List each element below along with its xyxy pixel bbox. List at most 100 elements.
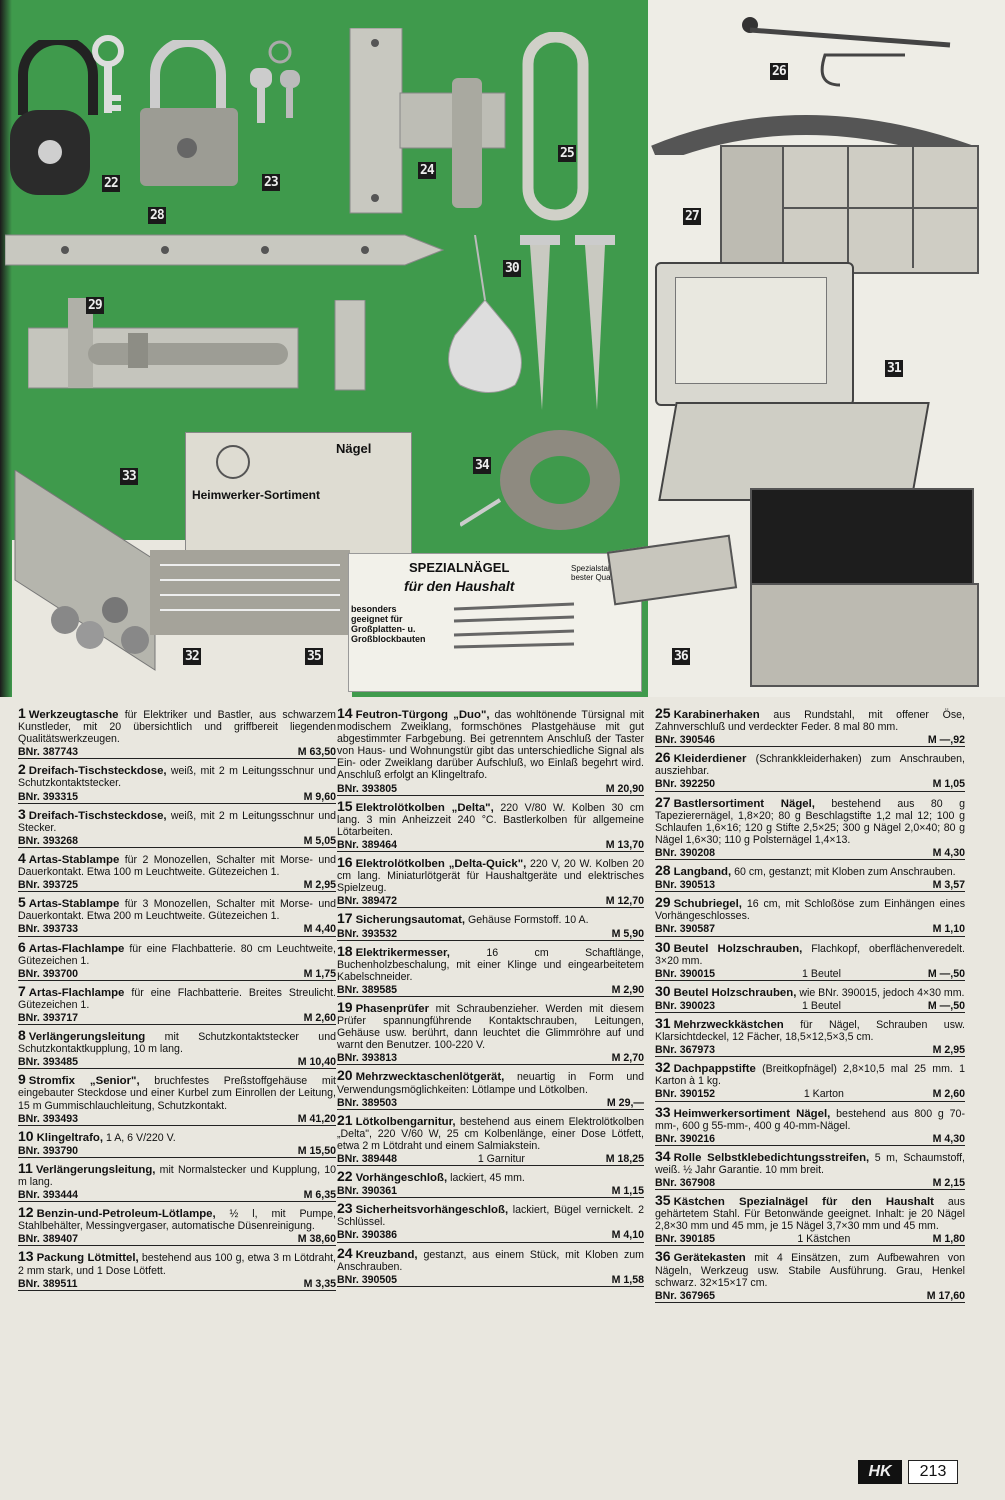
security-padlock-23-image: [140, 40, 238, 186]
entry-title: Beutel Holzschrauben,: [673, 942, 803, 955]
entry-text: 220 V, 20 W. Kolben 20 cm lang. Miniatur…: [337, 858, 644, 895]
entry-text: neuartig in Form und Verwendungsmöglichk…: [337, 1071, 644, 1096]
entry-title: Beutel Holzschrauben,: [673, 986, 797, 999]
price: M 63,50: [297, 746, 336, 759]
entry-number: 2: [18, 761, 26, 778]
order-number: BNr. 393700: [18, 967, 79, 980]
photo-number-30: 30: [503, 260, 521, 277]
photo-number-32: 32: [183, 648, 201, 665]
price: M 18,25: [605, 1153, 644, 1165]
photo-number-36: 36: [672, 648, 690, 665]
price: M 15,50: [297, 1144, 336, 1157]
entry-title: Karabinerhaken: [673, 709, 760, 721]
price: M 1,10: [932, 923, 965, 936]
entry-number: 35: [655, 1192, 671, 1209]
entry-title: Lötkolbengarnitur,: [355, 1115, 456, 1128]
order-unit: [78, 1278, 304, 1290]
entry-title: Heimwerkersortiment Nägel,: [673, 1107, 831, 1120]
entry-text: bestehend aus 100 g, etwa 3 m Lötdraht, …: [18, 1252, 336, 1277]
page-number: 213: [908, 1460, 958, 1484]
order-unit: [78, 968, 304, 980]
entry-number: 26: [655, 749, 671, 766]
order-unit: [78, 923, 304, 935]
order-unit: [78, 1012, 304, 1024]
entry-text: ½ l, mit Pumpe, Stahlbehälter, Messingve…: [18, 1208, 336, 1233]
entry-number: 20: [337, 1067, 353, 1084]
order-row: BNr. 393700 M 1,75: [18, 968, 336, 981]
order-unit: [78, 1233, 298, 1245]
key-image: [92, 35, 124, 113]
price: M 38,60: [297, 1233, 336, 1246]
long-band-28-image: [5, 234, 445, 266]
order-unit: 1 Karton: [803, 1088, 844, 1101]
order-number: BNr. 389503: [337, 1096, 398, 1109]
price: M 1,75: [303, 967, 336, 980]
entry-text: mit 4 Einsätzen, zum Aufbewahren von Näg…: [655, 1252, 965, 1289]
entry-title: Artas-Stablampe: [28, 898, 120, 911]
order-number: BNr. 390505: [337, 1273, 398, 1286]
order-unit: 1 Beutel: [802, 999, 841, 1012]
entry-title: Kreuzband,: [355, 1248, 418, 1261]
entry-title: Artas-Flachlampe: [28, 986, 125, 999]
order-number: BNr. 390015: [655, 967, 716, 980]
entry-text: gestanzt, aus einem Stück, mit Kloben zu…: [337, 1248, 644, 1273]
order-unit: [78, 1189, 304, 1201]
entry-title: Feutron-Türgong „Duo",: [355, 709, 490, 721]
entry-number: 3: [18, 805, 26, 822]
photo-number-25: 25: [558, 145, 576, 162]
nails-tray-image: [150, 550, 350, 635]
order-unit: 1 Kästchen: [797, 1233, 851, 1246]
order-number: BNr. 389511: [18, 1277, 78, 1290]
order-unit: [715, 778, 933, 790]
entry-number: 36: [655, 1248, 671, 1265]
order-unit: [397, 895, 606, 907]
cross-band-24-image: [349, 28, 506, 214]
entry-number: 30: [655, 938, 671, 955]
entry-text: bestehend aus 80 g Tapezierernägel, 1,8×…: [655, 797, 965, 846]
photo-number-33: 33: [120, 468, 138, 485]
price: M 4,30: [932, 1132, 965, 1145]
entry-text: (Breitkopfnägel) 2,8×10,5 mal 25 mm. 1 K…: [655, 1063, 965, 1088]
heimwerker-box-title: Heimwerker-Sortiment: [191, 488, 321, 502]
entry-title: Vorhängeschloß,: [355, 1172, 448, 1185]
entry-number: 22: [337, 1168, 353, 1185]
order-number: BNr. 390386: [337, 1229, 398, 1242]
order-unit: [715, 1133, 933, 1145]
order-unit: [397, 1097, 607, 1109]
nail-box-33: Nägel Heimwerker-Sortiment: [185, 432, 412, 554]
